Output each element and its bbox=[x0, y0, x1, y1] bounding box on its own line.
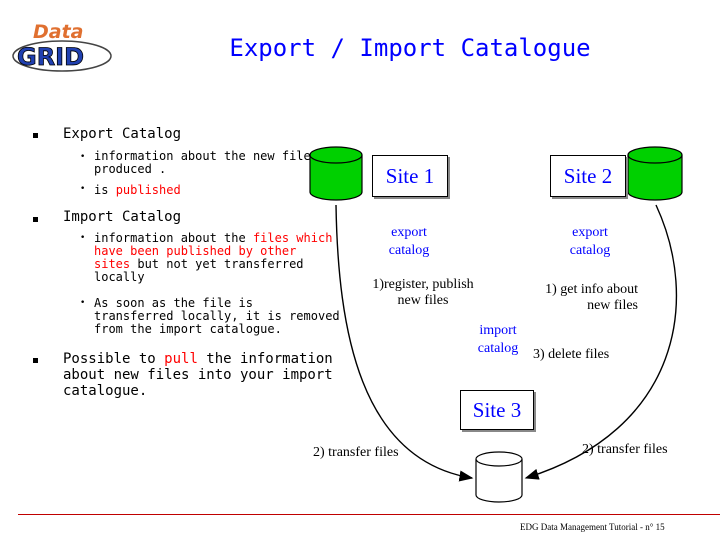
step-transfer-files-right: 2) transfer files bbox=[582, 442, 668, 457]
svg-text:GRID: GRID bbox=[17, 43, 84, 71]
import-item-2: As soon as the file is transferred local… bbox=[94, 296, 340, 336]
site1-box: Site 1 bbox=[372, 155, 448, 197]
footer-divider bbox=[18, 514, 720, 515]
site2-box: Site 2 bbox=[550, 155, 626, 197]
import-catalog-heading: Import Catalog bbox=[63, 209, 182, 225]
page-title: Export / Import Catalogue bbox=[229, 34, 591, 62]
site1-label: Site 1 bbox=[385, 164, 435, 188]
step-transfer-files-left: 2) transfer files bbox=[313, 445, 399, 460]
export-item-1: information about the new files produced… bbox=[94, 149, 318, 176]
site3-database-icon bbox=[475, 451, 523, 503]
import-item-1: information about the files which have b… bbox=[94, 231, 333, 284]
site3-label: Site 3 bbox=[472, 398, 522, 422]
bullet-square bbox=[33, 217, 38, 222]
bullet-dot: • bbox=[80, 152, 86, 162]
site3-box: Site 3 bbox=[460, 390, 534, 430]
bullet-dot: • bbox=[80, 298, 86, 308]
pull-info-text: Possible to pull the information about n… bbox=[63, 351, 333, 399]
datagrid-logo: Data GRID bbox=[12, 21, 112, 72]
svg-text:Data: Data bbox=[33, 21, 84, 43]
site2-database-icon bbox=[627, 146, 683, 201]
bullet-dot: • bbox=[80, 184, 86, 194]
bullet-square bbox=[33, 358, 38, 363]
footer-text: EDG Data Management Tutorial - n° 15 bbox=[520, 522, 665, 532]
bullet-square bbox=[33, 133, 38, 138]
bullet-dot: • bbox=[80, 233, 86, 243]
export-catalog-heading: Export Catalog bbox=[63, 126, 182, 142]
site2-label: Site 2 bbox=[563, 164, 613, 188]
step-delete-files: 3) delete files bbox=[533, 347, 610, 362]
export-item-2: is published bbox=[94, 183, 181, 197]
